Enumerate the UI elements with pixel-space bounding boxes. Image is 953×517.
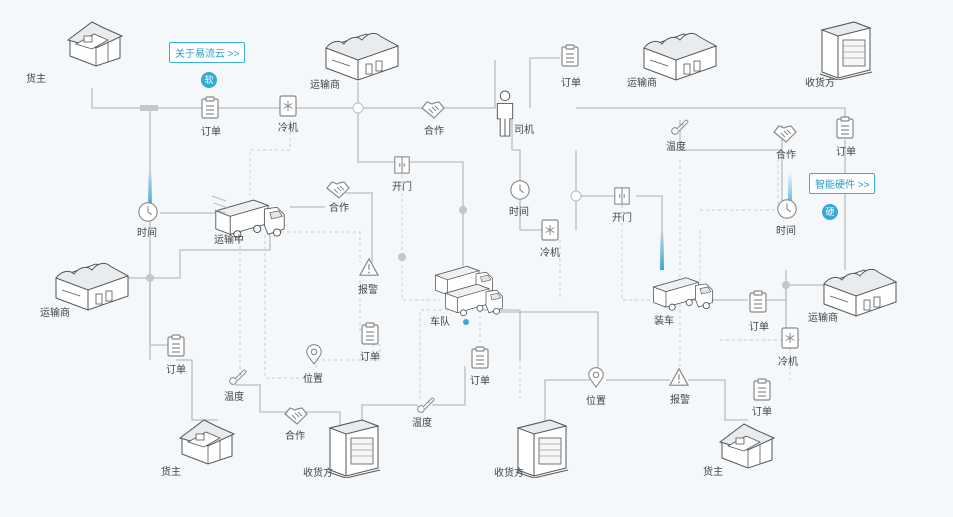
cold-node-1[interactable]: 冷机 [278, 95, 298, 134]
cold-node-2[interactable]: 冷机 [540, 219, 560, 259]
alarm-label: 报警 [670, 393, 690, 406]
temperature-label: 温度 [412, 416, 432, 429]
order-node-1[interactable]: 订单 [201, 96, 221, 138]
order-label: 订单 [836, 146, 856, 158]
temperature-label: 温度 [224, 390, 244, 403]
collab-node-3[interactable]: 合作 [773, 125, 797, 161]
carrier-label: 运输商 [808, 311, 838, 324]
order-label: 订单 [752, 406, 772, 418]
position-node-2[interactable]: 位置 [586, 367, 606, 407]
order-label: 订单 [166, 364, 186, 376]
temperature-node-2[interactable]: 温度 [224, 369, 247, 403]
time-node-3[interactable]: 时间 [776, 199, 797, 237]
order-node-5[interactable]: 订单 [360, 322, 380, 363]
order-label: 订单 [749, 321, 769, 333]
software-badge: 软 [201, 72, 217, 88]
order-node-4[interactable]: 订单 [166, 334, 186, 376]
loading-label: 装车 [654, 314, 674, 327]
cold-label: 冷机 [278, 121, 298, 134]
order-label: 订单 [470, 375, 490, 387]
collab-node-4[interactable]: 合作 [284, 407, 308, 442]
receiver-label: 收货方 [805, 76, 835, 89]
time-node-2[interactable]: 时间 [509, 180, 530, 218]
position-label: 位置 [303, 372, 323, 385]
shipper-node-bottom-left[interactable]: 货主 [161, 419, 235, 478]
collab-node-2[interactable]: 合作 [326, 181, 350, 214]
collab-label: 合作 [329, 201, 349, 214]
receiver-label: 收货方 [303, 466, 333, 479]
alarm-label: 报警 [358, 283, 378, 296]
position-label: 位置 [586, 394, 606, 407]
truck-fleet[interactable]: 车队 [430, 265, 503, 328]
in-transit-label: 运输中 [214, 233, 244, 246]
collab-label: 合作 [776, 148, 796, 161]
collab-label: 合作 [285, 429, 305, 442]
temperature-node-1[interactable]: 温度 [666, 119, 689, 153]
receiver-node-bottom-mid[interactable]: 收货方 [494, 419, 569, 479]
open-door-label: 开门 [392, 180, 412, 193]
carrier-label: 运输商 [310, 78, 340, 91]
carrier-label: 运输商 [627, 76, 657, 89]
collab-node-1[interactable]: 合作 [421, 101, 445, 137]
shipper-label: 货主 [703, 465, 723, 478]
carrier-node-left[interactable]: 运输商 [40, 262, 129, 319]
hardware-badge: 硬 [822, 204, 838, 220]
driver-node[interactable]: 司机 [496, 90, 534, 137]
shipper-node-bottom-right[interactable]: 货主 [703, 423, 775, 478]
time-label: 时间 [776, 224, 796, 237]
collab-label: 合作 [424, 124, 444, 137]
order-node-3[interactable]: 订单 [836, 116, 856, 158]
receiver-node-bottom-center[interactable]: 收货方 [303, 419, 381, 479]
temperature-node-3[interactable]: 温度 [412, 397, 435, 429]
order-node-2[interactable]: 订单 [561, 44, 581, 89]
time-node-1[interactable]: 时间 [137, 202, 158, 239]
order-node-6[interactable]: 订单 [470, 346, 490, 387]
shipper-label: 货主 [26, 72, 46, 85]
driver-label: 司机 [514, 123, 534, 136]
temperature-label: 温度 [666, 140, 686, 153]
receiver-label: 收货方 [494, 466, 524, 479]
receiver-node-top-right[interactable]: 收货方 [805, 21, 873, 89]
cold-label: 冷机 [778, 355, 798, 368]
carrier-label: 运输商 [40, 306, 70, 319]
open-door-node-1[interactable]: 开门 [392, 156, 412, 193]
fleet-label: 车队 [430, 315, 450, 328]
junction-nodes [140, 102, 790, 289]
smart-hardware-link[interactable]: 智能硬件 >> [809, 173, 876, 194]
cold-node-3[interactable]: 冷机 [778, 327, 799, 368]
truck-loading[interactable]: 装车 [653, 277, 713, 327]
order-label: 订单 [201, 126, 221, 138]
signal-glows [148, 170, 792, 270]
carrier-node-top[interactable]: 运输商 [310, 32, 399, 91]
alarm-node-1[interactable]: 报警 [358, 258, 379, 296]
about-yiliuyun-link[interactable]: 关于易流云 >> [169, 42, 246, 63]
order-label: 订单 [561, 77, 581, 89]
truck-in-transit[interactable]: 运输中 [211, 195, 285, 246]
carrier-node-right[interactable]: 运输商 [808, 268, 897, 324]
shipper-node-top-left[interactable]: 货主 [26, 21, 123, 85]
order-node-7[interactable]: 订单 [749, 290, 769, 333]
time-label: 时间 [137, 226, 157, 239]
order-node-8[interactable]: 订单 [752, 378, 772, 418]
alarm-node-2[interactable]: 报警 [669, 368, 690, 406]
order-label: 订单 [360, 351, 380, 363]
position-node-1[interactable]: 位置 [303, 344, 323, 385]
shipper-label: 货主 [161, 465, 181, 478]
open-door-label: 开门 [612, 211, 632, 224]
cold-label: 冷机 [540, 246, 560, 259]
carrier-node-top-right[interactable]: 运输商 [627, 32, 717, 89]
time-label: 时间 [509, 205, 529, 218]
open-door-node-2[interactable]: 开门 [612, 187, 632, 224]
